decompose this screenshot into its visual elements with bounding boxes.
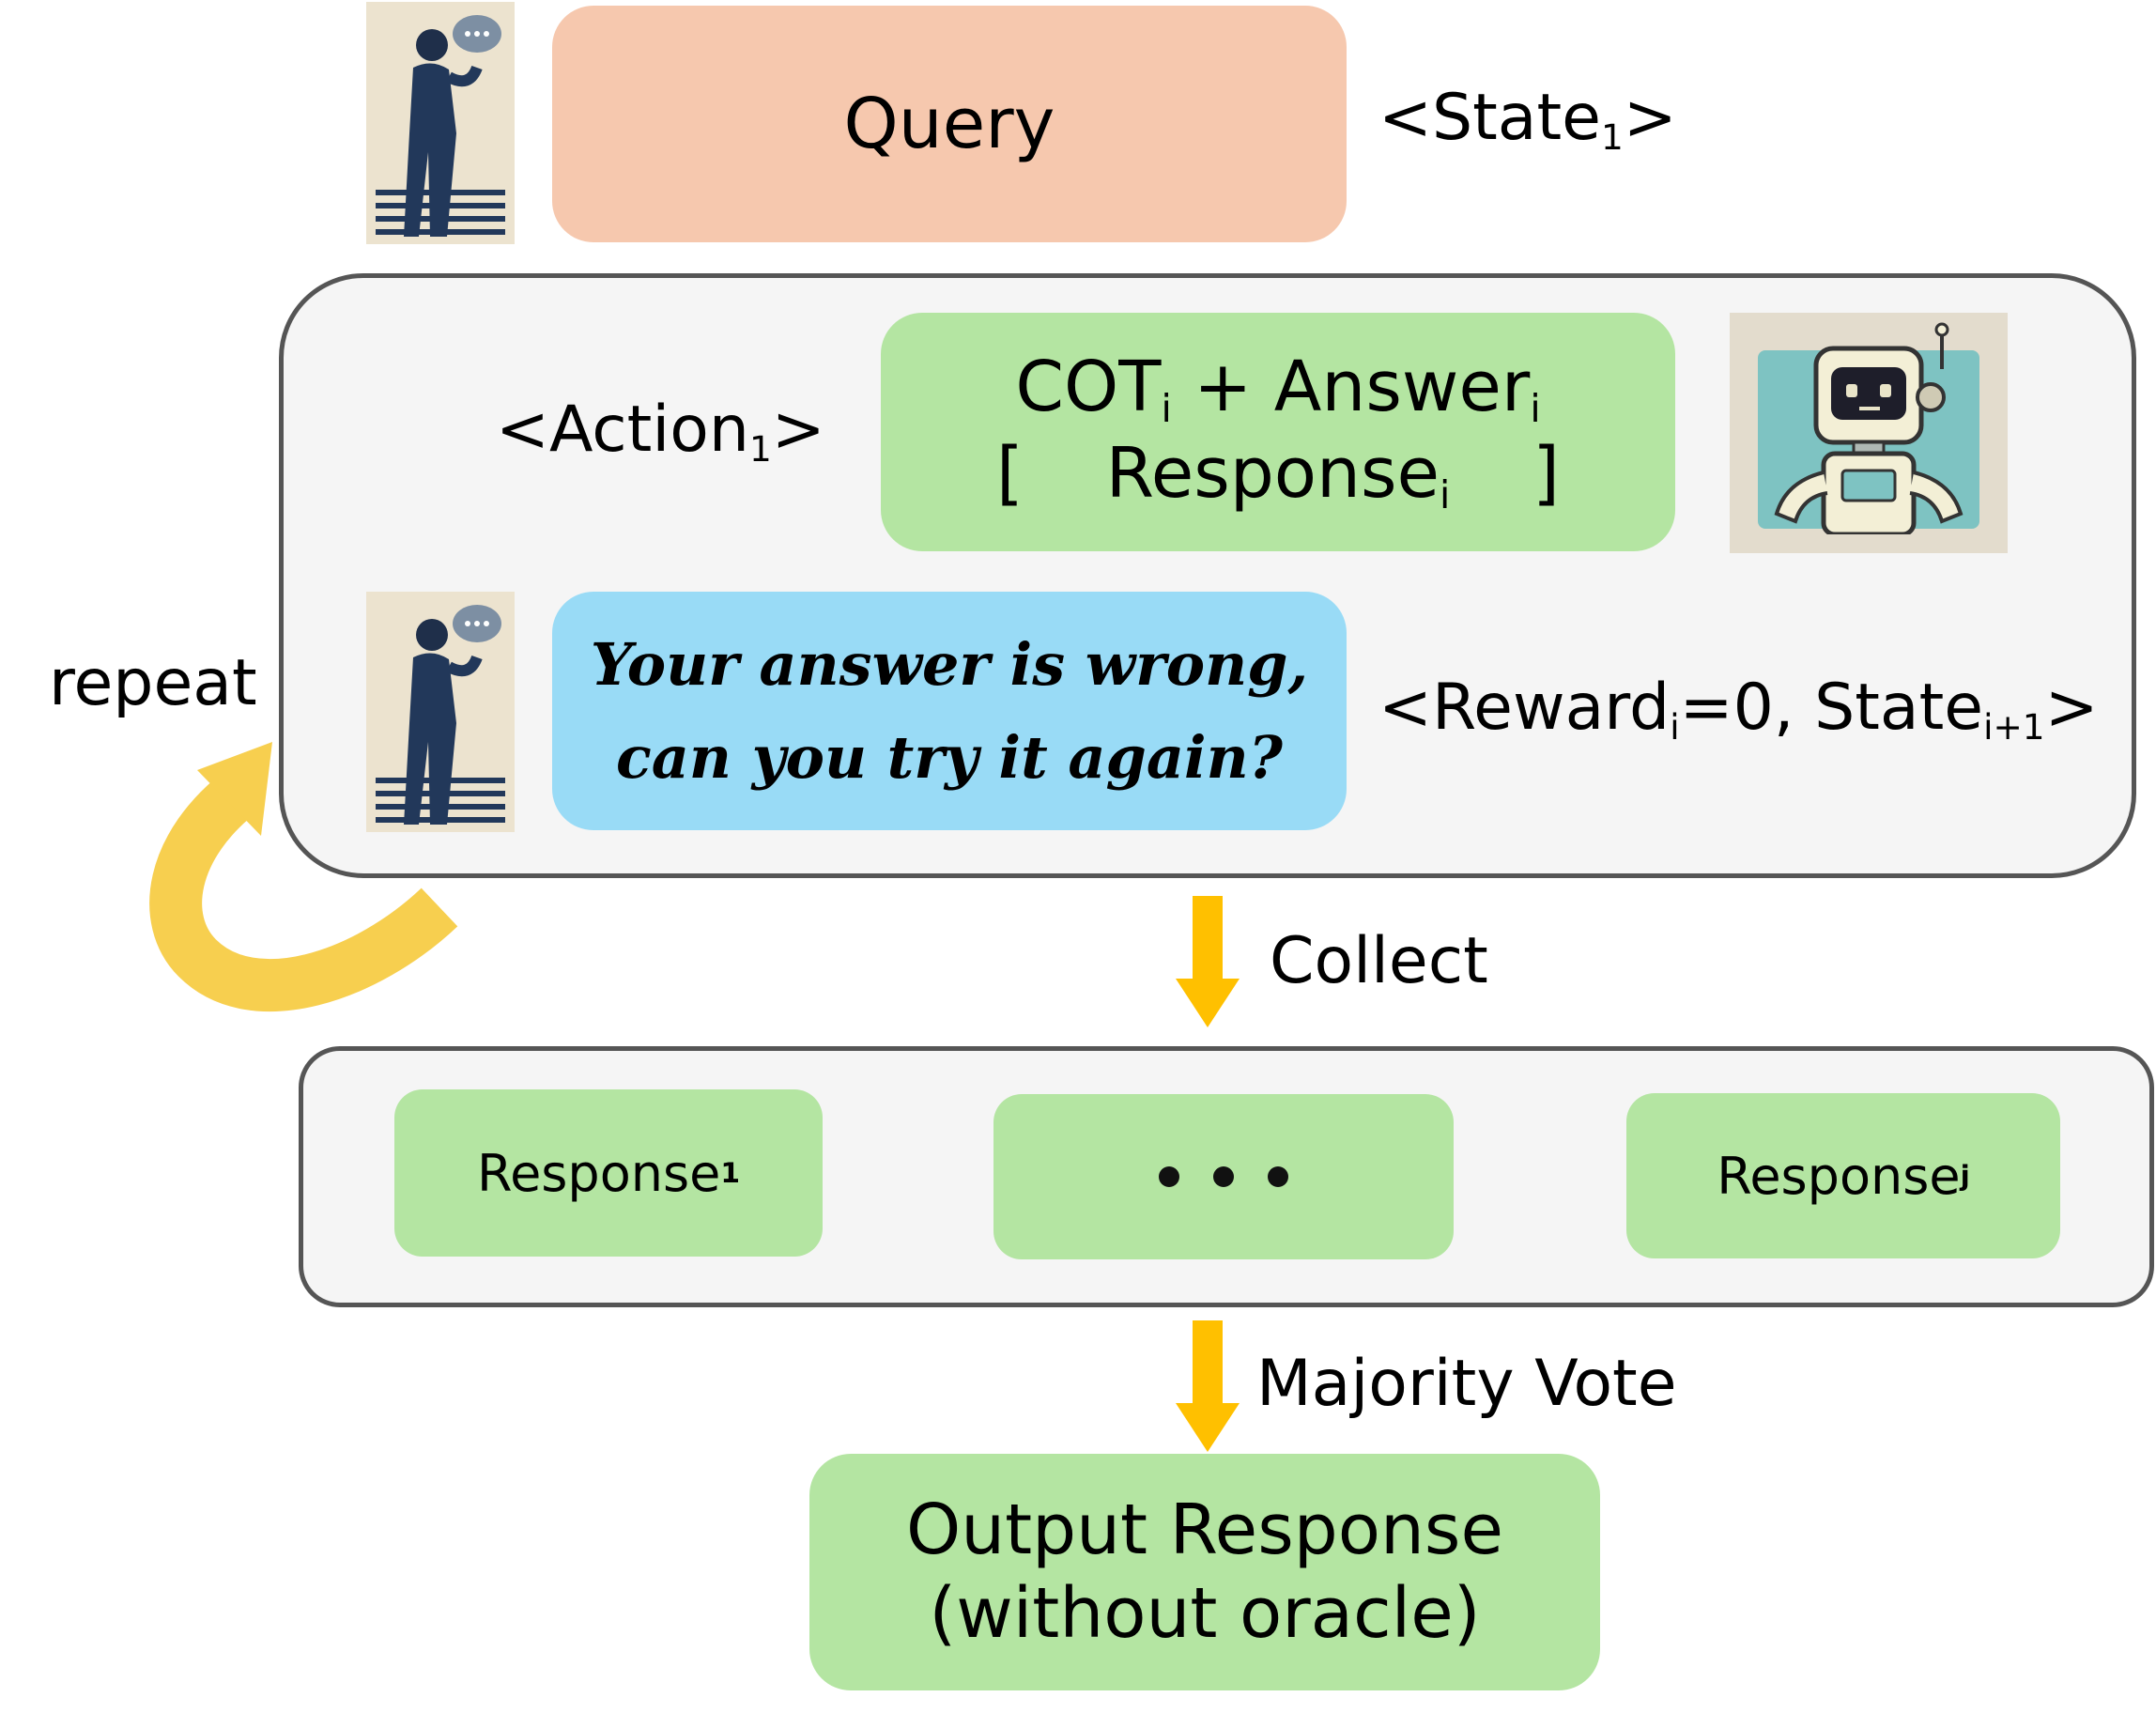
response-line: [ Responsei ]: [996, 433, 1560, 518]
feedback-line-1: Your answer is wrong,: [590, 629, 1309, 699]
ellipsis-dot: [1159, 1166, 1179, 1187]
cot-answer-box: COTi + Answeri [ Responsei ]: [881, 313, 1675, 551]
user-icon: [366, 2, 515, 244]
cot-answer-line: COTi + Answeri: [1015, 346, 1541, 432]
reward-state-label: <Rewardi=0, Statei+1>: [1378, 671, 2099, 748]
ellipsis-dot: [1268, 1166, 1288, 1187]
ellipsis-box: [993, 1094, 1454, 1259]
repeat-label: repeat: [49, 646, 257, 720]
robot-icon: [1730, 313, 2008, 553]
output-response-box: Output Response (without oracle): [809, 1454, 1600, 1690]
feedback-box: Your answer is wrong, can you try it aga…: [552, 592, 1347, 830]
collect-label: Collect: [1270, 924, 1488, 998]
loop-arrow-icon: [149, 742, 458, 1012]
action1-label: <Action1>: [496, 393, 825, 471]
query-label: Query: [843, 83, 1055, 164]
output-line-2: (without oracle): [929, 1573, 1481, 1654]
state1-label: <State1>: [1378, 81, 1677, 159]
majority-vote-label: Majority Vote: [1256, 1347, 1677, 1421]
user-icon: [366, 592, 515, 832]
down-arrow-icon: [1176, 1320, 1240, 1452]
down-arrow-icon: [1176, 896, 1240, 1027]
feedback-line-2: can you try it again?: [616, 723, 1283, 792]
ellipsis-dot: [1213, 1166, 1234, 1187]
query-box: Query: [552, 6, 1347, 242]
output-line-1: Output Response: [906, 1489, 1503, 1571]
